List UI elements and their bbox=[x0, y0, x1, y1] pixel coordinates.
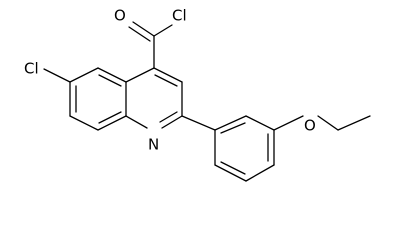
bond-n1-c8a bbox=[125, 115, 148, 129]
bond-ph1-ph2-inner bbox=[220, 122, 246, 134]
atom-label-ring-n: N bbox=[148, 136, 159, 154]
bond-c2-phenyl bbox=[181, 115, 216, 131]
bond-c4a-c5 bbox=[97, 67, 127, 83]
molecular-structure: O Cl Cl N O bbox=[24, 7, 371, 182]
bond-ph4-ph5 bbox=[245, 164, 275, 182]
bond-ch2-ch3 bbox=[337, 115, 371, 131]
bond-c6-cl bbox=[43, 68, 71, 83]
bond-carbonyl-o-a bbox=[132, 21, 155, 37]
bond-c2-n1 bbox=[161, 115, 183, 129]
bond-ph5-ph6-inner bbox=[220, 161, 246, 175]
atom-label-ring-cl: Cl bbox=[24, 60, 39, 78]
bond-c4-c3-inner bbox=[154, 74, 178, 87]
bond-c8-c8a-inner bbox=[98, 111, 122, 124]
bond-carbonyl-cl bbox=[153, 24, 173, 37]
bond-ph1-ph2 bbox=[214, 115, 247, 131]
bond-layer bbox=[43, 21, 371, 182]
atom-label-carbonyl-o: O bbox=[114, 7, 126, 25]
bond-ph5-ph6 bbox=[214, 164, 247, 182]
atom-label-layer: O Cl Cl N O bbox=[24, 7, 316, 154]
bond-c4-c4a bbox=[125, 67, 155, 83]
bond-c4a-c5-inner bbox=[98, 74, 122, 87]
bond-ph2-ph3 bbox=[245, 115, 275, 131]
bond-c4-c3 bbox=[153, 67, 183, 83]
bond-c2-n1-inner bbox=[159, 111, 178, 123]
bond-c7-c8 bbox=[69, 115, 99, 131]
bond-o-ch2 bbox=[317, 115, 339, 131]
atom-label-acyl-cl: Cl bbox=[172, 7, 187, 25]
atom-label-ether-o: O bbox=[304, 117, 316, 135]
bond-c5-c6 bbox=[69, 67, 99, 83]
bond-ph3-o bbox=[273, 115, 304, 131]
bond-c8-c8a bbox=[97, 115, 127, 131]
bond-carbonyl-o-b bbox=[128, 26, 151, 42]
